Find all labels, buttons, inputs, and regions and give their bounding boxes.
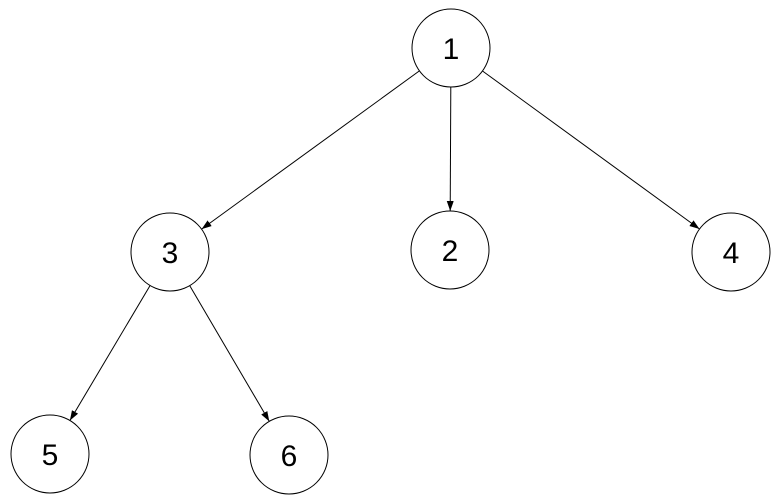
node-label-3: 3 [162,237,179,270]
node-label-4: 4 [723,237,740,270]
node-circle-1[interactable] [411,8,491,88]
tree-edge-1-2 [446,86,454,212]
tree-edge-3-5 [69,285,151,421]
tree-edge-3-6 [189,285,270,422]
tree-node-6[interactable]: 6 [249,415,329,495]
node-circle-3[interactable] [130,212,210,292]
node-circle-6[interactable] [249,415,329,495]
tree-node-2[interactable]: 2 [410,210,490,290]
node-label-5: 5 [42,439,59,472]
node-label-6: 6 [281,440,298,473]
node-circle-5[interactable] [10,414,90,494]
node-label-2: 2 [442,235,459,268]
node-circle-4[interactable] [691,212,771,292]
tree-node-1[interactable]: 1 [411,8,491,88]
tree-edge-1-4 [482,70,700,230]
node-label-1: 1 [443,33,460,66]
node-circle-2[interactable] [410,210,490,290]
tree-node-4[interactable]: 4 [691,212,771,292]
tree-edge-1-3 [201,70,420,230]
tree-node-3[interactable]: 3 [130,212,210,292]
tree-node-5[interactable]: 5 [10,414,90,494]
